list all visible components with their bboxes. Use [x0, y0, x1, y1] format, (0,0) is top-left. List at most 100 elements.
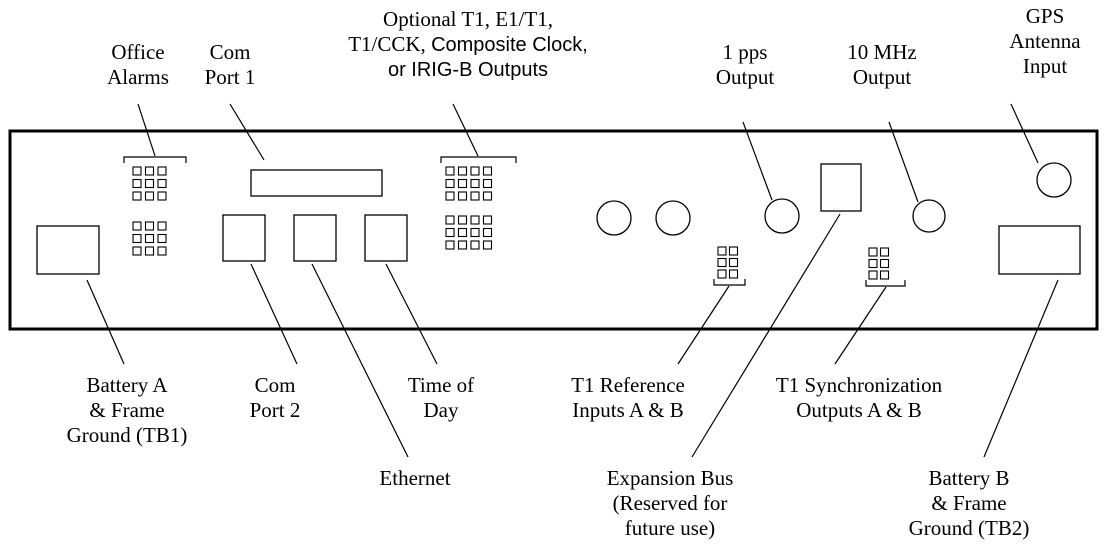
connector-pin	[868, 258, 878, 269]
connector-pin	[132, 191, 142, 201]
optional-outputs-bracket	[440, 156, 517, 163]
office-alarms-connector-bottom	[132, 221, 167, 256]
office-alarms-leader	[137, 103, 156, 157]
connector-pin	[470, 191, 480, 201]
gps-antenna-bnc	[1036, 162, 1072, 198]
connector-pin	[868, 270, 878, 280]
connector-pin	[470, 240, 480, 250]
connector-pin	[132, 178, 142, 189]
connector-pin	[457, 215, 468, 225]
connector-pin	[457, 191, 468, 201]
t1-reference-connector	[717, 246, 739, 279]
optional-outputs-leader	[452, 103, 479, 157]
optional-outputs-label: Optional T1, E1/T1, T1/CCK, Composite Cl…	[348, 7, 588, 81]
connector-pin	[132, 246, 142, 256]
expansion-bus-leader	[691, 213, 841, 458]
t1-sync-connector	[868, 247, 890, 280]
connector-pin	[457, 240, 468, 250]
connector-pin	[482, 166, 493, 176]
chassis-panel	[8, 129, 1099, 331]
com-port-1-connector	[250, 169, 383, 197]
ethernet-connector	[293, 214, 337, 262]
t1-reference-input-a-bnc	[596, 200, 632, 236]
mhz-output-leader	[888, 121, 919, 203]
optional-outputs-connector-top	[445, 166, 493, 201]
connector-pin	[457, 227, 468, 238]
ethernet-leader	[311, 263, 409, 458]
connector-pin	[717, 269, 727, 279]
connector-pin	[482, 178, 493, 189]
connector-pin	[470, 166, 480, 176]
t1-reference-input-b-bnc	[655, 200, 691, 236]
optional-outputs-connector-bottom	[445, 215, 493, 250]
connector-pin	[445, 227, 455, 238]
pps-output-leader	[742, 121, 773, 201]
connector-pin	[144, 246, 155, 256]
connector-pin	[879, 258, 890, 269]
t1-sync-leader	[834, 286, 887, 365]
connector-pin	[132, 233, 142, 244]
connector-pin	[868, 247, 878, 257]
time-of-day-connector	[364, 214, 408, 262]
com-port-2-connector	[222, 214, 266, 262]
gps-antenna-leader	[1010, 103, 1039, 164]
connector-pin	[445, 166, 455, 176]
connector-pin	[879, 270, 890, 280]
connector-pin	[728, 269, 739, 279]
connector-pin	[470, 215, 480, 225]
connector-pin	[157, 233, 167, 244]
time-of-day-leader	[385, 263, 438, 365]
connector-pin	[445, 215, 455, 225]
com-port-1-leader	[229, 103, 265, 161]
connector-pin	[144, 221, 155, 231]
connector-pin	[132, 221, 142, 231]
pps-output-bnc	[764, 198, 800, 234]
connector-pin	[717, 257, 727, 268]
ethernet-label: Ethernet	[379, 466, 451, 490]
connector-pin	[470, 227, 480, 238]
connector-pin	[445, 191, 455, 201]
connector-pin	[728, 257, 739, 268]
connector-pin	[157, 246, 167, 256]
connector-pin	[728, 246, 739, 256]
connector-pin	[482, 227, 493, 238]
connector-pin	[457, 178, 468, 189]
connector-pin	[144, 233, 155, 244]
com-port-2-leader	[250, 263, 298, 365]
connector-pin	[482, 191, 493, 201]
expansion-bus-connector	[820, 163, 862, 212]
connector-pin	[157, 178, 167, 189]
battery-a-leader	[86, 279, 125, 365]
connector-pin	[470, 178, 480, 189]
t1-reference-bracket	[713, 279, 746, 286]
connector-pin	[157, 166, 167, 176]
connector-pin	[457, 166, 468, 176]
connector-pin	[482, 215, 493, 225]
connector-pin	[717, 246, 727, 256]
t1-sync-bracket	[865, 280, 906, 287]
connector-pin	[157, 221, 167, 231]
connector-pin	[445, 240, 455, 250]
battery-b-terminal-block	[998, 225, 1081, 275]
office-alarms-connector-top	[132, 166, 167, 201]
connector-pin	[445, 178, 455, 189]
connector-pin	[144, 178, 155, 189]
t1-reference-leader	[677, 285, 730, 365]
connector-pin	[132, 166, 142, 176]
connector-pin	[157, 191, 167, 201]
mhz-output-bnc	[912, 199, 946, 233]
battery-b-leader	[983, 279, 1059, 458]
